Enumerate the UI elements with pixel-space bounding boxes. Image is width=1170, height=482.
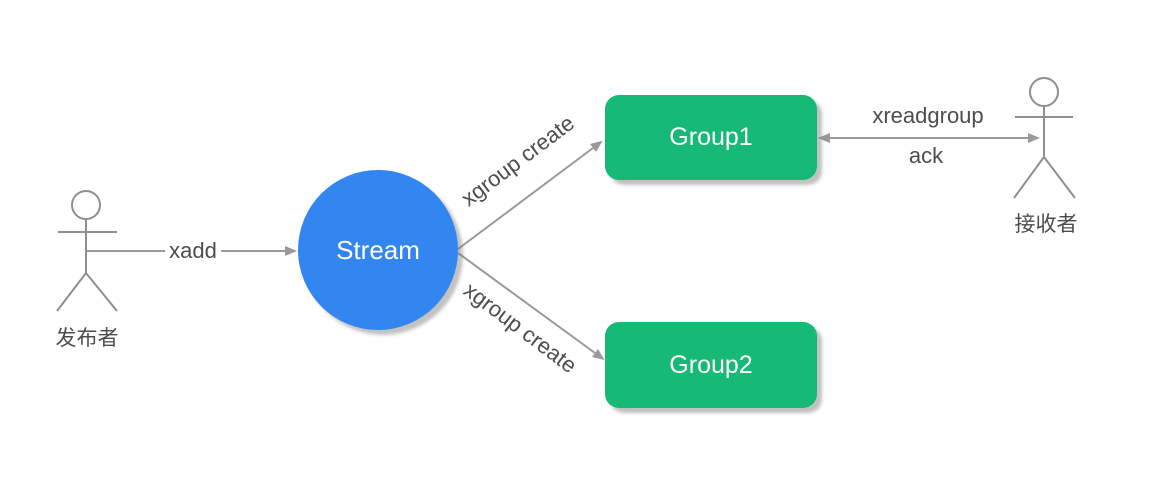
group2-node-label: Group2 bbox=[669, 350, 753, 379]
xgroup-create-bottom-arrow bbox=[457, 252, 605, 361]
xreadgroup-label: xreadgroup bbox=[872, 103, 984, 128]
receiver-actor-icon bbox=[1013, 77, 1076, 199]
group1-node: Group1 bbox=[605, 95, 817, 180]
ack-label: ack bbox=[908, 143, 944, 168]
group1-node-label: Group1 bbox=[669, 123, 753, 151]
stream-node: Stream bbox=[298, 170, 458, 330]
publisher-actor-icon bbox=[56, 190, 118, 312]
group2-node: Group2 bbox=[605, 322, 817, 408]
xgroup-create-top-arrow bbox=[457, 140, 603, 250]
publisher-actor-label: 发布者 bbox=[55, 327, 119, 350]
stream-node-label: Stream bbox=[336, 234, 420, 265]
xadd-label: xadd bbox=[165, 238, 221, 264]
receiver-actor-label: 接收者 bbox=[1014, 213, 1078, 236]
